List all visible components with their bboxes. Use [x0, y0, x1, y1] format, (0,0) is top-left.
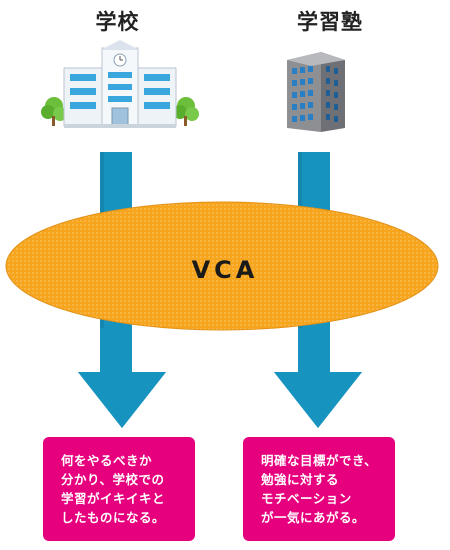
- school-message-line: 何をやるべきか: [61, 453, 153, 468]
- school-message-line: 分かり、学校での: [61, 472, 165, 487]
- juku-title: 学習塾: [297, 10, 363, 34]
- school-message-box: 何をやるべきか 分かり、学校での 学習がイキイキと したものになる。: [43, 437, 195, 541]
- office-building-icon: [287, 52, 345, 132]
- juku-message-line: モチベーション: [261, 491, 352, 506]
- school-message-line: したものになる。: [61, 510, 166, 525]
- school-message-line: 学習がイキイキと: [61, 491, 166, 506]
- school-building-icon: [41, 40, 199, 128]
- vca-ellipse: [5, 201, 439, 331]
- school-title: 学校: [95, 10, 140, 34]
- juku-message-line: が一気にあがる。: [261, 510, 366, 525]
- juku-message-line: 勉強に対する: [261, 472, 340, 487]
- juku-message-line: 明確な目標ができ、: [261, 453, 378, 468]
- juku-message-box: 明確な目標ができ、 勉強に対する モチベーション が一気にあがる。: [243, 437, 395, 541]
- vca-label: VCA: [191, 256, 259, 284]
